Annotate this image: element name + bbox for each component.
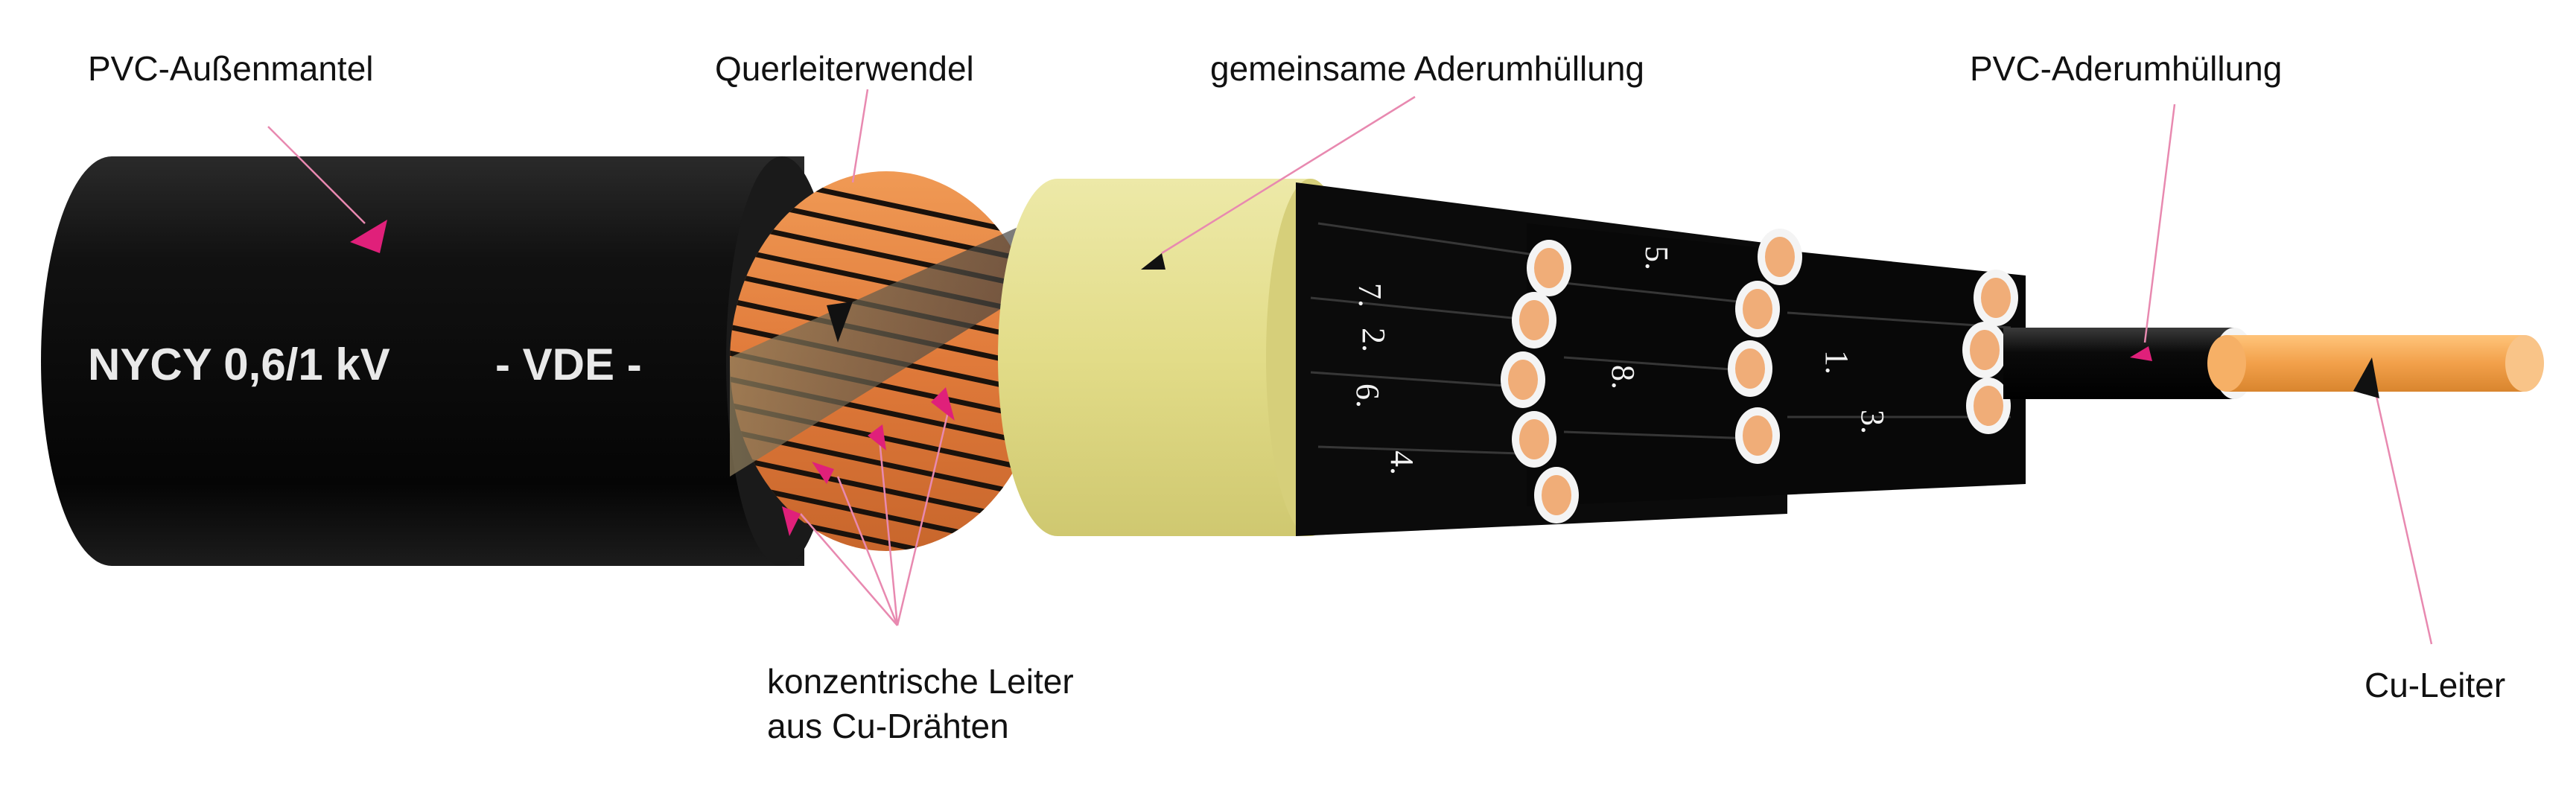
core-number: 7. bbox=[1352, 283, 1388, 308]
core-end bbox=[1512, 411, 1556, 468]
core-end bbox=[1527, 240, 1571, 296]
core-end bbox=[1758, 229, 1802, 285]
core-number: 1. bbox=[1819, 350, 1855, 375]
label-common-sheath-text: gemeinsame Aderumhüllung bbox=[1210, 49, 1645, 88]
label-cu-conductor: Cu-Leiter bbox=[2364, 663, 2505, 707]
label-helix: Querleiterwendel bbox=[715, 46, 974, 91]
label-concentric-line1: konzentrische Leiter bbox=[767, 662, 1074, 701]
outer-sheath-arrow bbox=[350, 220, 387, 253]
arrowheads bbox=[350, 220, 2379, 536]
core-number: 8. bbox=[1605, 365, 1641, 389]
core-number: 6. bbox=[1349, 383, 1386, 408]
label-core-insulation-text: PVC-Aderumhüllung bbox=[1970, 49, 2283, 88]
concentric-arrow-1 bbox=[782, 506, 801, 536]
label-core-insulation: PVC-Aderumhüllung bbox=[1970, 46, 2282, 91]
core-number: 3. bbox=[1854, 410, 1891, 434]
cable-marking-vde: - VDE - bbox=[495, 340, 642, 389]
label-concentric-conductors: konzentrische Leiter aus Cu-Drähten bbox=[767, 659, 1074, 748]
cable-marking-type: NYCY 0,6/1 kV bbox=[88, 340, 390, 389]
label-cu-conductor-text: Cu-Leiter bbox=[2364, 666, 2506, 704]
cu-conductor-arrow bbox=[2353, 357, 2379, 398]
core-number: 5. bbox=[1638, 246, 1675, 270]
core-numbers: 7. 2. 6. 4. 5. 8. 1. 3. bbox=[1349, 246, 1891, 475]
concentric-arrow-2 bbox=[812, 462, 834, 484]
core-bundle bbox=[1296, 182, 2026, 536]
core-number: 4. bbox=[1384, 450, 1420, 475]
core-end bbox=[1966, 378, 2011, 434]
common-sheath-arrow bbox=[1141, 253, 1165, 270]
label-helix-text: Querleiterwendel bbox=[715, 49, 974, 88]
core-insulation-arrow bbox=[2130, 346, 2152, 361]
label-common-sheath: gemeinsame Aderumhüllung bbox=[1210, 46, 1644, 91]
leader-lines bbox=[267, 89, 2433, 645]
helix-arrow bbox=[827, 302, 853, 343]
core-end bbox=[1534, 467, 1579, 523]
core-end bbox=[1974, 270, 2018, 326]
core-end bbox=[1728, 340, 1772, 397]
concentric-arrow-3 bbox=[868, 424, 886, 450]
cu-conductor bbox=[2207, 335, 2544, 392]
core-end bbox=[1735, 281, 1780, 337]
label-concentric-line2: aus Cu-Drähten bbox=[767, 707, 1009, 745]
label-outer-sheath-text: PVC-Außenmantel bbox=[88, 49, 374, 88]
core-end bbox=[1501, 351, 1545, 408]
core-end bbox=[1512, 292, 1556, 348]
concentric-arrow-4 bbox=[931, 387, 955, 421]
core-end bbox=[1735, 407, 1780, 464]
core-end bbox=[1962, 322, 2007, 378]
core-ends bbox=[1501, 229, 2018, 523]
core-number: 2. bbox=[1355, 328, 1392, 352]
label-outer-sheath: PVC-Außenmantel bbox=[88, 46, 374, 91]
